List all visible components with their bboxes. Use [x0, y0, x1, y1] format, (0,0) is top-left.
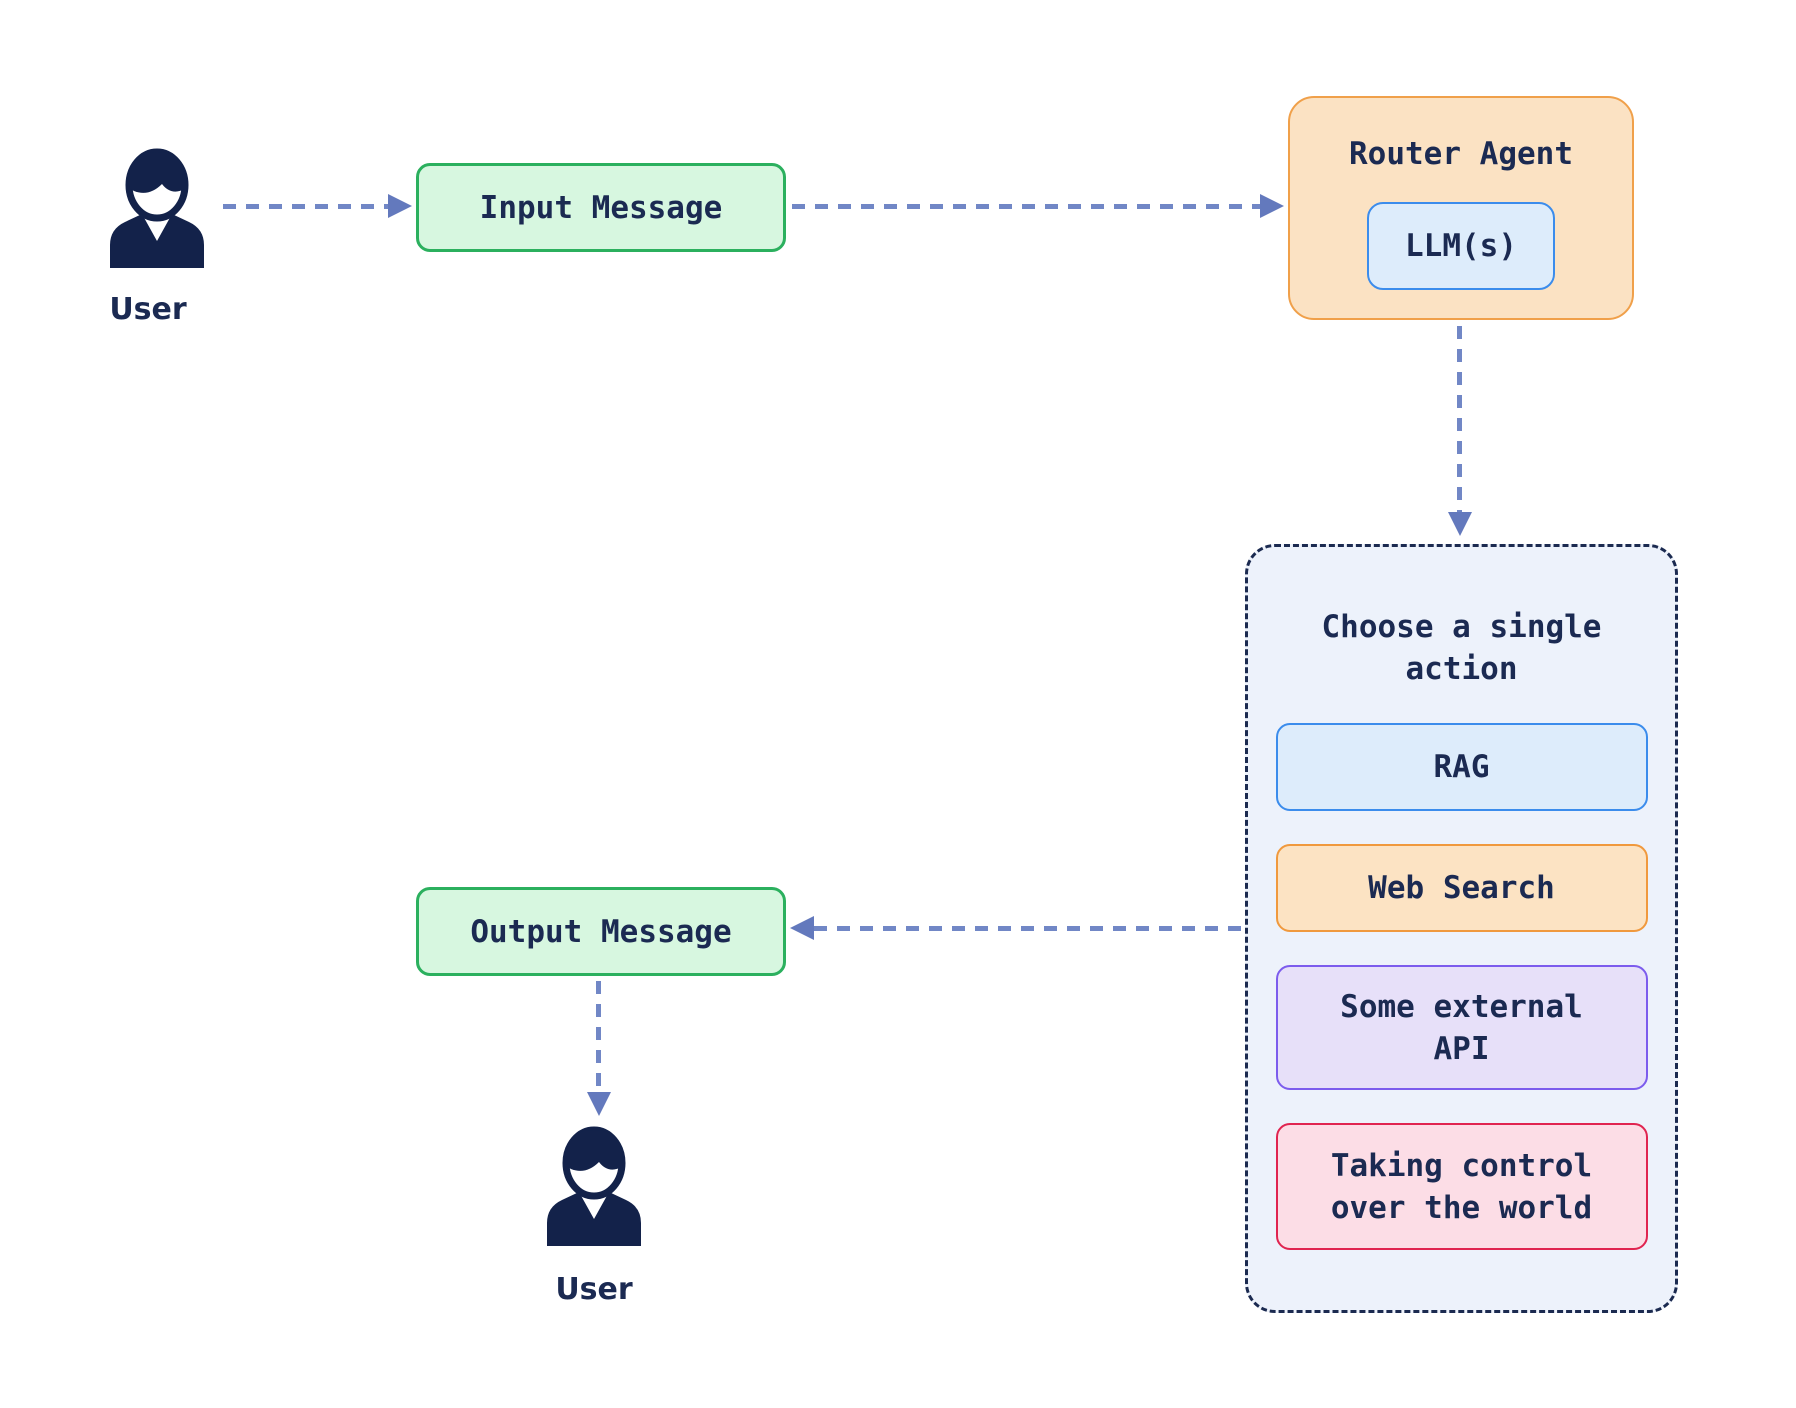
action-label-external-api: Some external API — [1340, 988, 1583, 1067]
arrowhead-right-icon — [1260, 194, 1284, 218]
llm-label: LLM(s) — [1405, 228, 1517, 264]
arrowhead-right-icon — [388, 194, 412, 218]
arrow-line — [1457, 326, 1462, 512]
input-message-box: Input Message — [416, 163, 786, 252]
arrowhead-left-icon — [790, 916, 814, 940]
user-top-label: User — [109, 292, 187, 327]
user-bottom-label: User — [555, 1272, 633, 1307]
action-label-rag: RAG — [1433, 749, 1490, 785]
user-icon — [110, 148, 204, 268]
action-box-rag: RAG — [1275, 723, 1648, 811]
output-message-box: Output Message — [416, 887, 786, 976]
output-message-label: Output Message — [470, 913, 732, 950]
input-message-label: Input Message — [479, 189, 723, 226]
action-container-title: Choose a single action — [1321, 609, 1602, 687]
action-container: Choose a single action RAG Web Search So… — [1245, 544, 1678, 1313]
arrowhead-down-icon — [1448, 512, 1472, 536]
router-agent-box: Router Agent LLM(s) — [1288, 96, 1634, 320]
arrow-line — [814, 926, 1244, 931]
arrowhead-down-icon — [587, 1092, 611, 1116]
user-icon — [101, 148, 213, 268]
action-box-external-api: Some external API — [1275, 965, 1648, 1090]
arrow-line — [596, 981, 601, 1092]
arrow-line — [223, 204, 388, 209]
action-box-take-control: Taking control over the world — [1275, 1123, 1648, 1250]
action-label-web-search: Web Search — [1368, 870, 1555, 906]
router-agent-title: Router Agent — [1349, 136, 1573, 172]
action-box-web-search: Web Search — [1275, 844, 1648, 932]
llm-box: LLM(s) — [1367, 202, 1555, 290]
action-label-take-control: Taking control over the world — [1330, 1147, 1593, 1226]
user-icon — [547, 1126, 641, 1246]
user-icon — [538, 1126, 650, 1246]
arrow-line — [792, 204, 1260, 209]
